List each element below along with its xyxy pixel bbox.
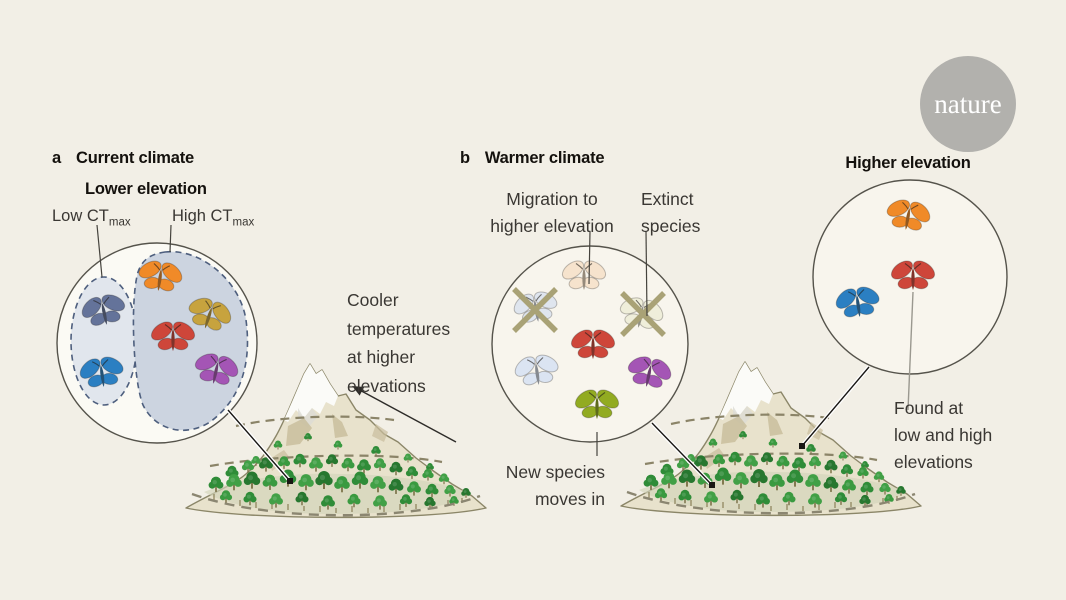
panel-a-title: Current climate (75, 149, 195, 167)
panel-b-circle (491, 245, 689, 443)
panel-a-heading: a Current climate (52, 145, 194, 171)
leader-found-elevations (907, 291, 914, 411)
leader-high-ctmax (169, 224, 172, 253)
higher-elevation-label: Higher elevation (845, 154, 971, 172)
leader-circle-a-to-mountain (226, 408, 293, 484)
new-species-label: New species moves in (505, 462, 605, 509)
panel-b-title: Warmer climate (484, 149, 605, 167)
panel-b-tag: b (460, 149, 470, 167)
cooler-temperatures-arrow (352, 386, 457, 443)
panel-b-heading: b Warmer climate (460, 145, 605, 171)
leader-low-ctmax (96, 224, 103, 278)
panel-a-tag: a (52, 149, 61, 167)
nature-logo: nature (920, 56, 1016, 152)
leader-circle-b-to-mountain (650, 421, 715, 488)
high-ctmax-label: High CTmax (172, 207, 255, 229)
leader-extinct (645, 230, 648, 317)
higher-elevation-circle (812, 179, 1008, 375)
leader-circle-c-to-mountain (799, 365, 871, 449)
nature-logo-text: nature (934, 89, 1001, 119)
high-ctmax-region (132, 250, 249, 431)
panel-a-circle (56, 242, 258, 444)
cooler-temperatures-note: Cooler temperatures at higher elevations (347, 290, 451, 396)
migration-label: Migration to higher elevation (490, 189, 614, 236)
low-ctmax-label: Low CTmax (52, 207, 131, 229)
extinct-species-label: Extinct species (641, 189, 701, 236)
found-elevations-label: Found at low and high elevations (894, 398, 993, 472)
leader-migration (588, 230, 591, 285)
lower-elevation-label: Lower elevation (85, 180, 207, 198)
